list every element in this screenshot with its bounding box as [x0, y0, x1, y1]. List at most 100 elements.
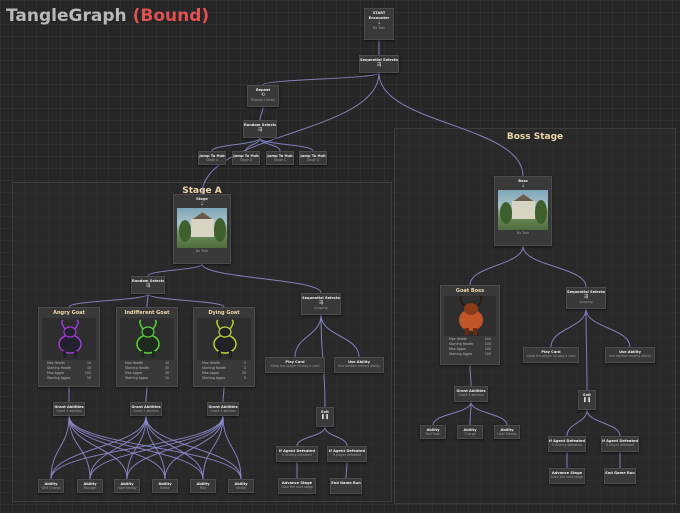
node-ability-a-1-title: Ability: [44, 481, 58, 486]
node-end-run-a[interactable]: End Game Run: [330, 478, 362, 494]
stat-value: 30: [164, 360, 169, 365]
node-goat-1-title: Angry Goat: [53, 309, 85, 316]
node-grant-boss[interactable]: Grant Abilities Grant 3 abilities: [454, 386, 488, 402]
wire: [147, 293, 225, 308]
wire: [50, 415, 70, 480]
node-repeat-title: Repeat: [255, 87, 271, 92]
node-goat-2-title: Indifferent Goat: [124, 309, 170, 316]
node-ability-boss-2-title: Ability: [463, 427, 477, 432]
node-defeated-a2[interactable]: If Agent Defeated If player defeated: [327, 446, 367, 462]
arrow-down-icon: 🡓: [200, 200, 204, 207]
node-start-label: Encounter: [368, 16, 390, 20]
node-grant-1-title: Grant Abilities: [54, 404, 84, 409]
wire: [222, 386, 225, 403]
node-use-ability-a-sub: Use random enemy ability: [337, 363, 381, 368]
stat-label: Max Aggro: [202, 370, 220, 375]
node-random-top[interactable]: Random Selector ⇶: [243, 120, 277, 138]
node-jump-to-hub-1-sub: Stage A: [205, 157, 219, 162]
stat-value: 100: [484, 341, 491, 346]
wire: [585, 308, 631, 348]
branch-icon: ⇶: [376, 61, 382, 68]
node-seq-top[interactable]: Sequential Selector ⇶: [359, 55, 399, 73]
stat-label: Starting Aggro: [449, 351, 473, 356]
node-repeat-sub: Repeat 4 times: [250, 97, 276, 102]
node-exit-b[interactable]: Exit ❚❚: [578, 390, 596, 410]
stat-label: Starting Aggro: [202, 375, 226, 380]
pause-icon: ❚❚: [320, 413, 330, 420]
node-defeated-b2[interactable]: If Agent Defeated If player defeated: [601, 436, 639, 452]
node-use-ability-b-sub: Use random enemy ability: [608, 353, 652, 358]
wire: [378, 72, 524, 177]
node-play-card-b[interactable]: Play Card Allow the player to play a car…: [523, 347, 579, 363]
node-advance-a[interactable]: Advance Stage Goto the next stage: [278, 478, 316, 494]
node-jump-to-hub-1-title: Jump To Hub: [199, 153, 225, 158]
wire: [262, 72, 380, 86]
wire: [68, 415, 91, 480]
node-boss-sub: No Task: [516, 230, 530, 235]
node-goat-3-title: Dying Goat: [208, 309, 240, 316]
wire: [522, 245, 587, 288]
node-end-run-a-title: End Game Run: [331, 480, 361, 485]
node-boss-title: Boss: [518, 178, 528, 183]
node-play-card-b-title: Play Card: [541, 349, 561, 354]
node-defeated-b1-title: If Agent Defeated: [549, 438, 585, 443]
node-advance-b[interactable]: Advance Stage Goto the next stage: [549, 468, 585, 484]
node-use-ability-b[interactable]: Use Ability Use random enemy ability: [605, 347, 655, 363]
node-random-a[interactable]: Random Selector ⇶: [131, 276, 165, 294]
node-defeated-b1[interactable]: If Agent Defeated If enemy defeated: [548, 436, 586, 452]
wire: [324, 426, 348, 447]
arrow-down-icon: 🡓: [377, 20, 381, 26]
stage-image: [177, 207, 227, 248]
node-jump-to-hub-3-sub: Stage C: [273, 157, 287, 162]
node-boss[interactable]: Boss 🡓 No Task: [494, 176, 552, 246]
stat-value: 30: [164, 370, 169, 375]
node-jump-to-hub-2-title: Jump To Hub: [233, 153, 259, 158]
node-use-ability-a[interactable]: Use Ability Use random enemy ability: [334, 357, 384, 373]
wire: [345, 461, 348, 479]
stat-value: 10: [164, 375, 169, 380]
node-end-run-b[interactable]: End Game Run: [604, 468, 636, 484]
node-goat-boss-title: Goat Boss: [455, 287, 485, 294]
node-ability-a-3-title: Ability: [120, 481, 134, 486]
stat-label: Max Health: [449, 336, 468, 341]
node-seq-b[interactable]: Sequential Selector ⇶ Jumping: [566, 287, 606, 309]
node-defeated-a1[interactable]: If Agent Defeated If enemy defeated: [276, 446, 318, 462]
node-random-top-title: Random Selector: [244, 122, 276, 127]
node-grant-3-sub: Grant 3 abilities: [210, 408, 236, 413]
node-ability-a-6-sub: Wrath: [236, 485, 246, 490]
node-exit-a[interactable]: Exit ❚❚: [316, 407, 334, 427]
node-seq-a[interactable]: Sequential Selector ⇶ Jumping: [301, 293, 341, 315]
stat-label: Max Health: [202, 360, 221, 365]
node-repeat[interactable]: Repeat ⟲ Repeat 4 times: [247, 85, 279, 107]
stat-label: Starting Aggro: [47, 375, 71, 380]
node-start-sub: No Task: [372, 26, 386, 30]
stat-label: Starting Health: [47, 365, 72, 370]
node-start[interactable]: START Encounter 🡓 No Task: [364, 8, 394, 40]
node-play-card-a[interactable]: Play Card Allow the player to play a car…: [265, 357, 325, 373]
node-stage-a[interactable]: Stage 🡓 No Task: [173, 194, 231, 264]
